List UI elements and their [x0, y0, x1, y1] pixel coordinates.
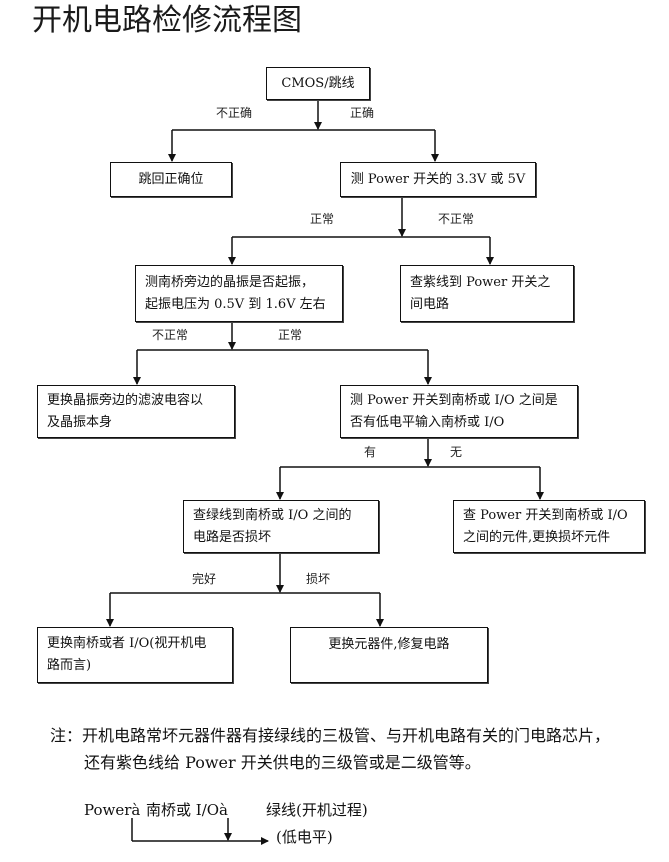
- node-text-line: 查绿线到南桥或 I/O 之间的: [193, 507, 352, 523]
- node-text: 跳回正确位: [138, 171, 204, 187]
- edge-label-normal: 正常: [310, 212, 335, 226]
- node-text-line: 否有低电平输入南桥或 I/O: [350, 414, 505, 430]
- node-text-line: 查 Power 开关到南桥或 I/O: [463, 507, 628, 523]
- edge-label-incorrect: 不正确: [216, 106, 253, 120]
- node-text: 测 Power 开关的 3.3V 或 5V: [350, 171, 526, 187]
- node-check-components: 查 Power 开关到南桥或 I/O 之间的元件,更换损坏元件: [453, 500, 645, 553]
- signal-path-level: (低电平): [276, 828, 333, 846]
- edge-label-yes: 有: [364, 445, 377, 459]
- node-text-line: 之间的元件,更换损坏元件: [463, 529, 611, 545]
- footnote-line: 注：开机电路常坏元器件器有接绿线的三极管、与开机电路有关的门电路芯片，: [50, 726, 611, 745]
- footnote-line: 还有紫色线给 Power 开关供电的三级管或是二级管等。: [84, 753, 481, 772]
- node-reset-jumper: 跳回正确位: [110, 162, 232, 197]
- node-test-power-switch: 测 Power 开关的 3.3V 或 5V: [340, 162, 536, 197]
- signal-path-southbridge: 南桥或 I/Oà: [146, 801, 228, 819]
- node-replace-parts: 更换元器件,修复电路: [290, 627, 488, 683]
- node-text-line: 测 Power 开关到南桥或 I/O 之间是: [350, 392, 558, 408]
- node-text-line: 更换南桥或者 I/O(视开机电: [47, 636, 207, 651]
- edge-label-ok: 完好: [192, 572, 217, 586]
- node-text-line: 起振电压为 0.5V 到 1.6V 左右: [145, 296, 326, 312]
- edge-label-correct: 正确: [350, 106, 375, 120]
- page-title: 开机电路检修流程图: [32, 3, 302, 38]
- node-check-purple-wire: 查紫线到 Power 开关之 间电路: [400, 265, 574, 322]
- node-text-line: 测南桥旁边的晶振是否起振，: [145, 274, 315, 290]
- node-text-line: 更换晶振旁边的滤波电容以: [47, 392, 204, 408]
- footnote: 注：开机电路常坏元器件器有接绿线的三极管、与开机电路有关的门电路芯片， 还有紫色…: [50, 722, 610, 776]
- node-text-line: 电路是否损坏: [193, 529, 272, 545]
- edge-label-abnormal: 不正常: [438, 212, 475, 226]
- node-replace-southbridge: 更换南桥或者 I/O(视开机电 路而言): [37, 627, 233, 683]
- node-text-line: 及晶振本身: [47, 414, 113, 430]
- node-text: 更换元器件,修复电路: [328, 637, 450, 652]
- node-text-line: 路而言): [47, 658, 92, 673]
- node-replace-crystal: 更换晶振旁边的滤波电容以 及晶振本身: [37, 385, 235, 438]
- node-text-line: 查紫线到 Power 开关之: [410, 274, 551, 290]
- edge-label-damaged: 损坏: [306, 572, 331, 586]
- node-text-line: 间电路: [410, 296, 450, 312]
- edge-label-abnormal: 不正常: [152, 328, 189, 342]
- node-cmos-jumper: CMOS/跳线: [266, 67, 370, 100]
- node-test-low-level: 测 Power 开关到南桥或 I/O 之间是 否有低电平输入南桥或 I/O: [340, 385, 578, 438]
- node-check-green-wire: 查绿线到南桥或 I/O 之间的 电路是否损坏: [183, 500, 379, 553]
- edge-label-normal: 正常: [278, 328, 303, 342]
- signal-path-power: Powerà: [84, 801, 141, 819]
- node-text: CMOS/跳线: [281, 75, 355, 91]
- node-test-crystal: 测南桥旁边的晶振是否起振， 起振电压为 0.5V 到 1.6V 左右: [135, 265, 343, 322]
- edge-label-no: 无: [450, 445, 463, 459]
- signal-path-green-wire: 绿线(开机过程): [266, 801, 368, 819]
